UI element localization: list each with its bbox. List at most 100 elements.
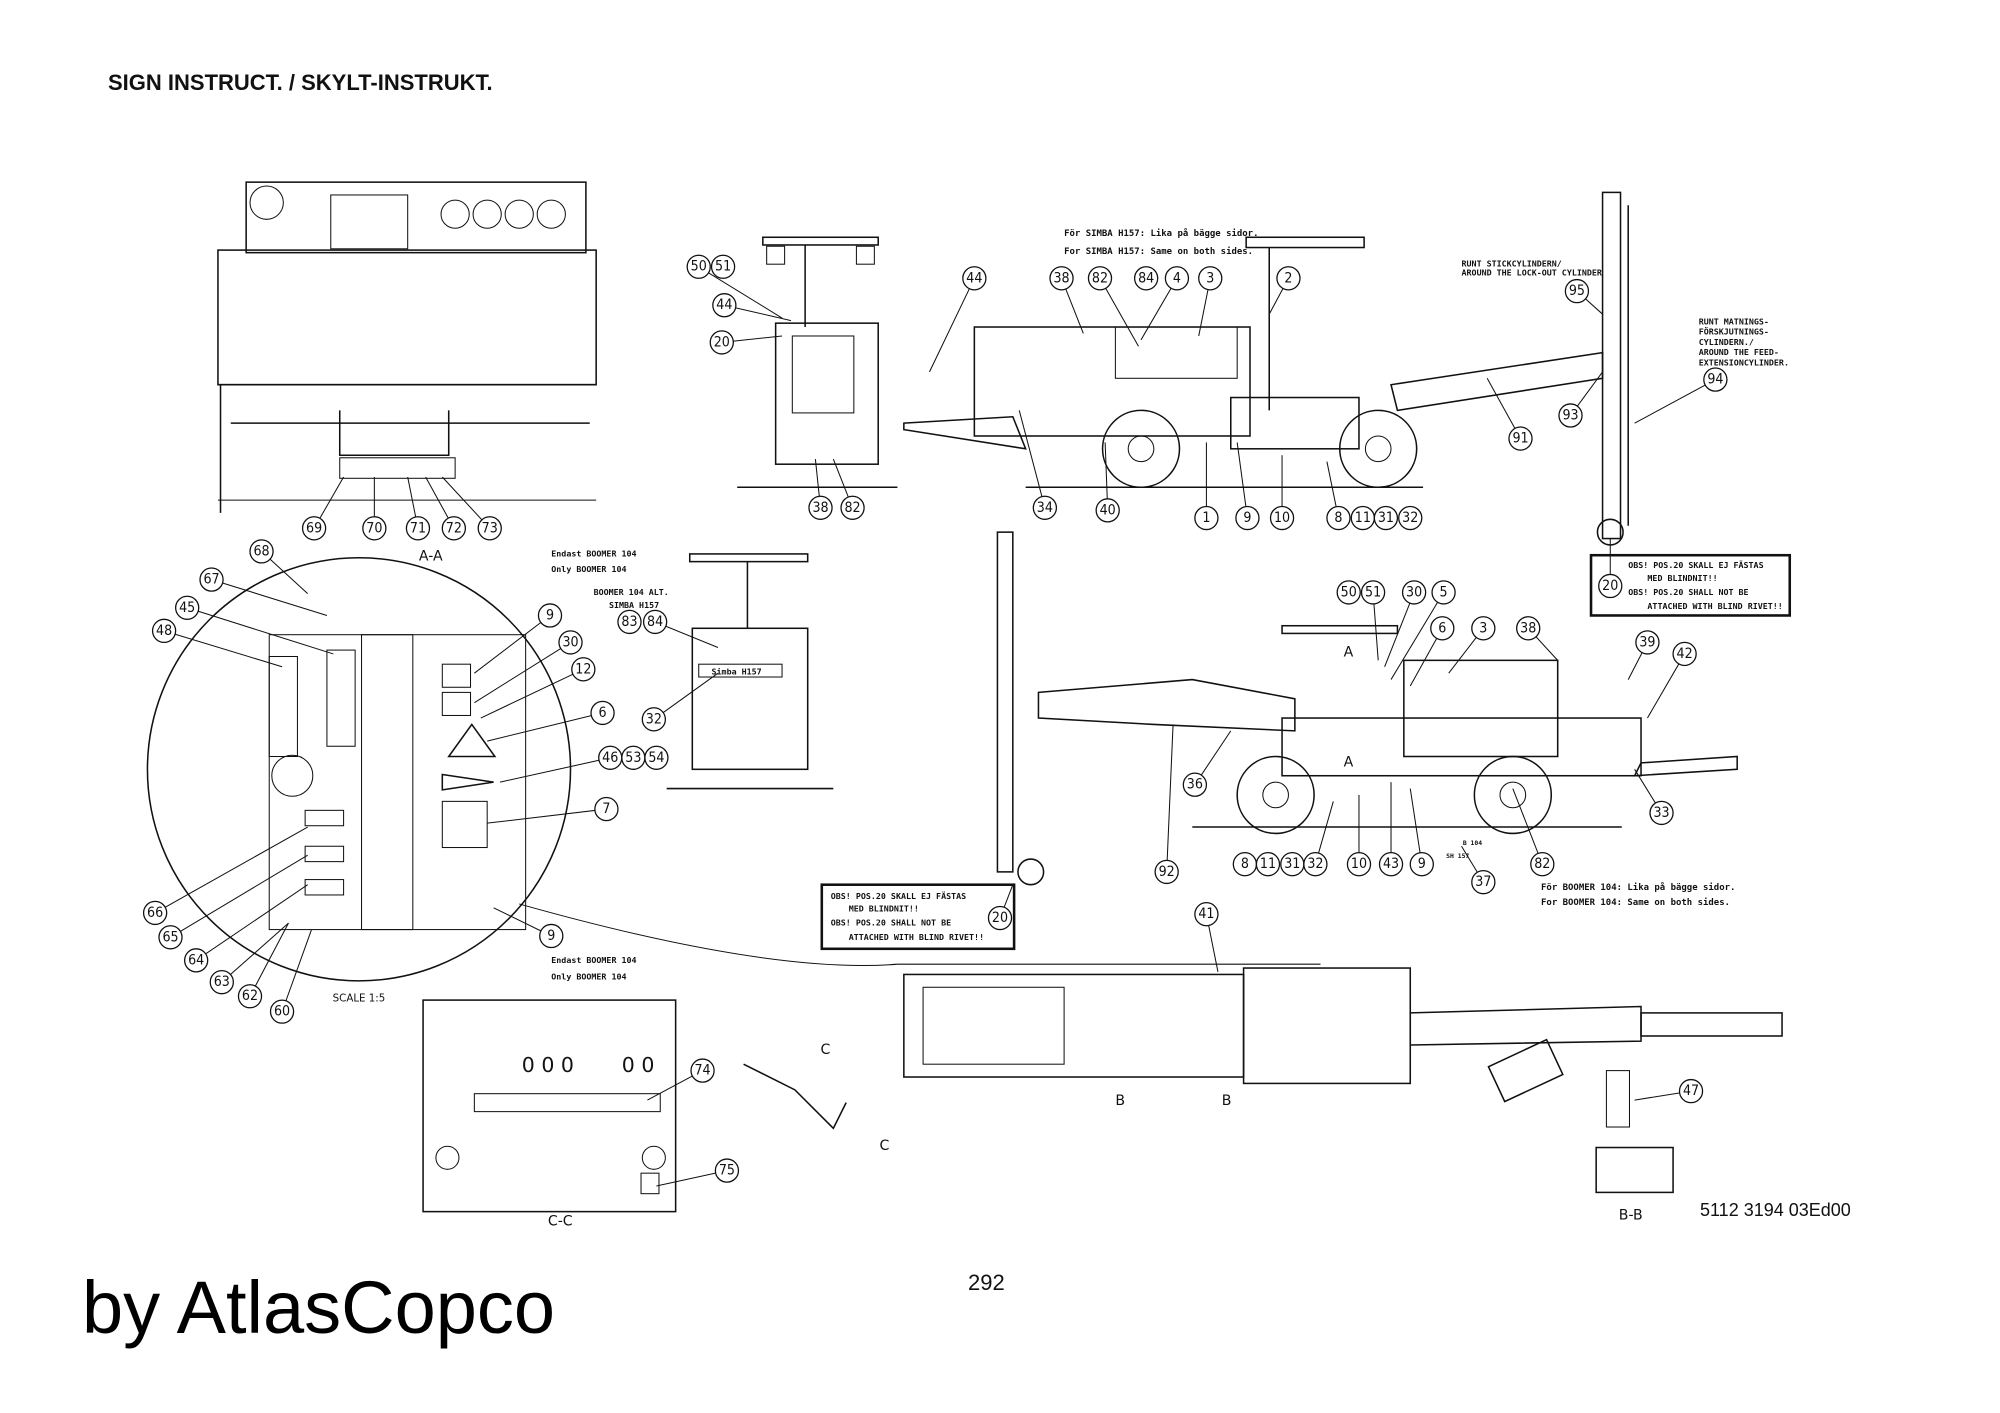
callout-circle (142, 900, 168, 926)
section-bb-label: B-B (1619, 1207, 1643, 1223)
leader-line (1166, 724, 1174, 872)
callout-number: 6 (1438, 620, 1446, 636)
callout-number: 44 (716, 297, 732, 313)
callout-9: 9 (1409, 788, 1434, 877)
callout-circle (405, 516, 431, 541)
brand-watermark: by AtlasCopco (82, 1266, 556, 1349)
leader-line (480, 668, 584, 719)
callout-93: 93 (1558, 371, 1603, 428)
callout-number: 75 (719, 1163, 735, 1179)
callout-number: 73 (482, 520, 498, 536)
callout-69: 69 (301, 476, 345, 541)
callout-number: 9 (546, 607, 554, 623)
obs-note-3: OBS! POS.20 SHALL NOT BE (1628, 587, 1748, 597)
callout-number: 2 (1284, 270, 1292, 286)
callout-number: 4 (1173, 270, 1181, 286)
section-b-left: B (1115, 1093, 1125, 1109)
callout-circle (158, 925, 183, 950)
callout-43: 43 (1378, 782, 1404, 877)
callout-number: 72 (446, 520, 462, 536)
callout-72: 72 (425, 476, 467, 541)
callout-75: 75 (656, 1158, 740, 1187)
callout-82: 82 (1512, 788, 1555, 877)
callout-11: 11 (1350, 505, 1375, 531)
leader-line (195, 884, 308, 961)
note-boomer-sv: För BOOMER 104: Lika på bägge sidor. (1541, 882, 1735, 893)
callout-circle (199, 567, 224, 592)
callout-number: 54 (648, 750, 664, 766)
callout-circle (1678, 1078, 1704, 1104)
leader-line (1018, 410, 1046, 508)
callout-94: 94 (1634, 367, 1728, 424)
callout-36: 36 (1182, 730, 1232, 797)
callout-82: 82 (832, 458, 865, 520)
top-view: B B B-B (903, 967, 1783, 1223)
callout-number: 69 (306, 520, 322, 536)
callout-number: 42 (1677, 646, 1693, 662)
note-b104: B 104 (1463, 839, 1482, 847)
callout-number: 64 (188, 952, 204, 968)
callout-circle (1558, 403, 1583, 428)
callout-84: 84 (1133, 266, 1159, 291)
callout-number: 45 (179, 600, 195, 616)
callout-number: 32 (1402, 510, 1418, 526)
callout-number: 74 (694, 1063, 710, 1079)
callout-20: 20 (709, 330, 783, 355)
callout-44: 44 (929, 266, 987, 373)
callout-circle (571, 657, 596, 682)
callout-circle (1087, 266, 1113, 291)
callout-number: 53 (625, 750, 641, 766)
callout-3: 3 (1448, 616, 1496, 674)
callout-8: 8 (1232, 852, 1258, 877)
callout-circle (1564, 278, 1590, 304)
callout-number: 6 (599, 705, 607, 721)
obs-note-b4: ATTACHED WITH BLIND RIVET!! (849, 932, 984, 942)
callout-number: 8 (1334, 510, 1342, 526)
callout-5: 5 (1390, 580, 1456, 680)
drawing-number: 5112 3194 03Ed00 (1700, 1200, 1851, 1220)
callout-30: 30 (474, 630, 583, 704)
callout-circle (1326, 505, 1351, 531)
view-aa-panel: A-A (217, 181, 597, 564)
callout-circle (686, 254, 711, 279)
obs-note-1: OBS! POS.20 SKALL EJ FÄSTAS (1628, 560, 1763, 570)
callout-circle (987, 905, 1013, 931)
callout-62: 62 (237, 922, 289, 1009)
callout-82: 82 (1087, 266, 1139, 347)
callout-circle (1032, 495, 1058, 520)
callout-circle (617, 609, 642, 635)
callout-54: 54 (644, 745, 669, 770)
note-sh157: SH 157 (1446, 852, 1469, 860)
callout-60: 60 (269, 929, 313, 1024)
callout-number: 11 (1355, 510, 1371, 526)
callout-number: 47 (1683, 1083, 1699, 1099)
callout-circle (642, 609, 668, 635)
callout-number: 41 (1198, 906, 1214, 922)
section-b-right: B (1222, 1093, 1232, 1109)
note-feed-1: RUNT MATNINGS- (1699, 316, 1769, 326)
callout-38: 38 (1049, 266, 1084, 334)
callout-circle (1133, 266, 1159, 291)
cc-gauges-2: 0 0 (622, 1053, 655, 1077)
callout-31: 31 (1373, 505, 1399, 531)
callout-46: 46 (499, 745, 623, 783)
callout-42: 42 (1646, 641, 1697, 719)
callout-number: 20 (714, 334, 730, 350)
callout-circle (1360, 580, 1386, 605)
callout-circle (840, 495, 865, 520)
callout-6: 6 (1409, 616, 1455, 687)
leader-line (281, 929, 313, 1012)
callout-circle (1095, 498, 1120, 523)
callout-number: 48 (156, 623, 172, 639)
note-feed-4: AROUND THE FEED- (1699, 347, 1779, 357)
callout-number: 38 (1053, 270, 1069, 286)
callout-33: 33 (1634, 769, 1674, 826)
leader-line (653, 672, 719, 720)
callout-number: 62 (242, 988, 258, 1004)
leader-line (474, 615, 551, 674)
callout-circle (151, 618, 177, 644)
callout-number: 46 (602, 750, 618, 766)
note-lockout-sv: RUNT STICKCYLINDERN/ (1462, 259, 1562, 269)
callout-number: 31 (1378, 510, 1394, 526)
callout-9: 9 (1235, 442, 1260, 531)
